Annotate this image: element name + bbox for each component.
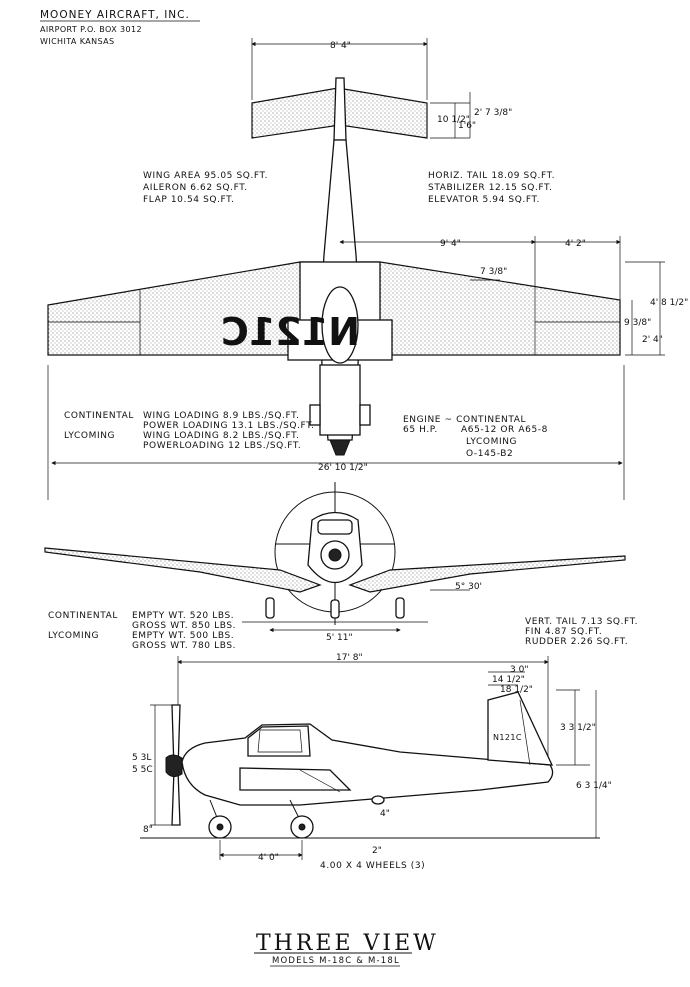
cont-empty-weight: EMPTY WT. 520 LBS. [132, 611, 234, 621]
dim-overall-height: 6 3 1/4" [576, 781, 612, 791]
flap-area: FLAP 10.54 SQ.FT. [143, 195, 235, 205]
vertical-tail-block: VERT. TAIL 7.13 SQ.FT. FIN 4.87 SQ.FT. R… [525, 617, 638, 647]
dim-fin-height: 3 3 1/2" [560, 723, 596, 733]
company-name: MOONEY AIRCRAFT, INC. [40, 9, 190, 21]
right-wheel-front [395, 597, 405, 619]
dim-tail-chord-b: 1'6" [458, 121, 476, 131]
stabilizer-area: STABILIZER 12.15 SQ.FT. [428, 183, 553, 193]
wheels-spec: 4.00 X 4 WHEELS (3) [320, 861, 425, 871]
weights-block: CONTINENTAL EMPTY WT. 520 LBS. GROSS WT.… [48, 611, 236, 651]
engine-lyc-model: O-145-B2 [466, 449, 513, 459]
engine-lycoming: LYCOMING [466, 437, 517, 447]
spinner-side [165, 754, 183, 778]
cont-power-loading: POWER LOADING 13.1 LBS./SQ.FT. [143, 421, 315, 431]
engine-block: ENGINE ~ CONTINENTAL 65 H.P. A65-12 OR A… [403, 415, 548, 459]
address-line-1: AIRPORT P.O. BOX 3012 [40, 25, 142, 34]
loading-block: CONTINENTAL WING LOADING 8.9 LBS./SQ.FT.… [64, 411, 315, 451]
dim-tip-b: 2' 4" [642, 335, 663, 345]
dim-fin-b: 18 1/2" [500, 685, 533, 695]
top-view: N121C 8' 4" 10 1/2" 1'6" 2' 7 3/8" WING … [47, 38, 688, 500]
dim-prop-cont: 5 3L [132, 753, 151, 763]
lyc-gross-weight: GROSS WT. 780 LBS. [132, 641, 236, 651]
drawing-title: THREE VIEW [256, 931, 439, 956]
engine-hp: 65 H.P. [403, 425, 438, 435]
address-line-2: WICHITA KANSAS [40, 37, 114, 46]
dim-wing-sweep: 7 3/8" [480, 267, 507, 277]
dim-wing-span: 26' 10 1/2" [318, 463, 368, 473]
dim-tip-a: 9 3/8" [624, 318, 651, 328]
dim-ground-clearance: 8" [143, 825, 153, 835]
cont-wing-loading: WING LOADING 8.9 LBS./SQ.FT. [143, 411, 300, 421]
dim-prop-lyc: 5 5C [132, 765, 153, 775]
rudder-area: RUDDER 2.26 SQ.FT. [525, 637, 628, 647]
dim-tail-chord-a: 10 1/2" [437, 115, 470, 125]
dim-overall-length: 17' 8" [336, 653, 363, 663]
canopy-top [321, 286, 359, 364]
front-wing-right [348, 555, 626, 593]
dim-tail-chord-c: 2' 7 3/8" [474, 108, 512, 118]
spinner-top [329, 439, 351, 456]
dim-tail-wheel: 4" [380, 809, 390, 819]
wing-registration: N121C [221, 310, 360, 354]
wing-area: WING AREA 95.05 SQ.FT. [143, 171, 268, 181]
tail-fin-top [333, 77, 347, 141]
side-view: 17' 8" N121C 5 3L 5 5C 8" [132, 653, 612, 871]
horiz-tail-area: HORIZ. TAIL 18.09 SQ.FT. [428, 171, 555, 181]
engine-cowling-top [319, 364, 361, 436]
canopy-side [247, 725, 311, 757]
vert-tail-area: VERT. TAIL 7.13 SQ.FT. [525, 617, 638, 627]
elevator-area: ELEVATOR 5.94 SQ.FT. [428, 195, 540, 205]
aileron-area: AILERON 6.62 SQ.FT. [143, 183, 248, 193]
front-view: 5' 11" 5° 30' [44, 482, 626, 643]
dim-fin-top: 3 0" [510, 665, 528, 675]
dim-tail-gap: 2" [372, 846, 382, 856]
dim-wheel-track: 5' 11" [326, 633, 353, 643]
title-block: THREE VIEW MODELS M-18C & M-18L [254, 931, 439, 967]
fin-side [487, 691, 554, 766]
dim-dihedral: 5° 30' [455, 582, 482, 592]
dim-outer-panel: 4' 2" [565, 239, 586, 249]
engine-label: ENGINE ~ CONTINENTAL [403, 415, 526, 425]
dim-half-span: 9' 4" [440, 239, 461, 249]
lyc-wing-loading: WING LOADING 8.2 LBS./SQ.FT. [143, 431, 300, 441]
fin-area: FIN 4.87 SQ.FT. [525, 627, 602, 637]
company-header: MOONEY AIRCRAFT, INC. AIRPORT P.O. BOX 3… [40, 9, 200, 46]
loading-continental: CONTINENTAL [64, 411, 134, 421]
dim-fin-a: 14 1/2" [492, 675, 525, 685]
wing-root-side [239, 767, 352, 791]
fin-registration: N121C [493, 733, 522, 742]
loading-lycoming: LYCOMING [64, 431, 115, 441]
drawing-models: MODELS M-18C & M-18L [272, 956, 400, 966]
front-wing-left [44, 547, 322, 593]
weight-continental: CONTINENTAL [48, 611, 118, 621]
dim-tail-span: 8' 4" [330, 41, 351, 51]
cont-gross-weight: GROSS WT. 850 LBS. [132, 621, 236, 631]
lyc-power-loading: POWERLOADING 12 LBS./SQ.FT. [143, 441, 301, 451]
dim-wheelbase: 4' 0" [258, 853, 279, 863]
weight-lycoming: LYCOMING [48, 631, 99, 641]
engine-cont-models: A65-12 OR A65-8 [461, 425, 548, 435]
left-wheel-front [265, 597, 275, 619]
lyc-empty-weight: EMPTY WT. 500 LBS. [132, 631, 234, 641]
dim-wing-root: 4' 8 1/2" [650, 298, 688, 308]
